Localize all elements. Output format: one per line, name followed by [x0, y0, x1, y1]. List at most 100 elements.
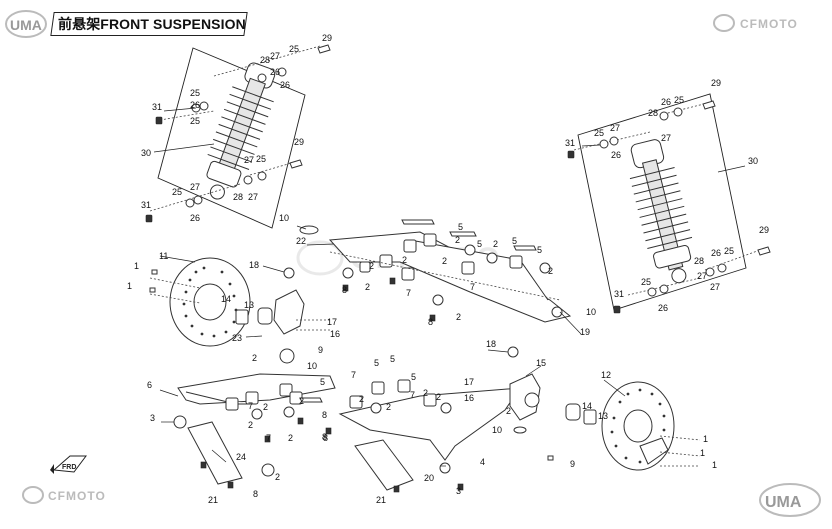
callout-25: 25: [289, 44, 299, 54]
svg-text:CFMOTO: CFMOTO: [740, 17, 798, 31]
callout-2b: 2: [493, 239, 498, 249]
callout-2k: 2: [299, 396, 304, 406]
callout-2p: 2: [436, 392, 441, 402]
callout-16: 16: [330, 329, 340, 339]
cfmoto-logo-top-right: CFMOTO: [713, 14, 798, 32]
callout-25d: 25: [256, 154, 266, 164]
callout-9: 9: [318, 345, 323, 355]
callout-30: 30: [141, 148, 151, 158]
callout-29c: 29: [711, 78, 721, 88]
callout-17b: 17: [464, 377, 474, 387]
callout-2d: 2: [402, 255, 407, 265]
callout-16b: 16: [464, 393, 474, 403]
callout-28d: 28: [694, 256, 704, 266]
callout-26i: 26: [658, 303, 668, 313]
callout-5f: 5: [374, 358, 379, 368]
right-shock-absorber: [567, 93, 771, 314]
callout-5b: 5: [477, 239, 482, 249]
callout-5c: 5: [512, 236, 517, 246]
disc-holes: [182, 266, 238, 338]
callout-21: 21: [208, 495, 218, 505]
callout-29b: 29: [294, 137, 304, 147]
callout-26c: 26: [190, 100, 200, 110]
svg-text:CFMOTO: CFMOTO: [48, 489, 106, 503]
callout-7b: 7: [470, 282, 475, 292]
callout-28b: 28: [233, 192, 243, 202]
callout-7d: 7: [266, 433, 271, 443]
callout-8c: 8: [322, 410, 327, 420]
callout-7c: 7: [248, 401, 253, 411]
callout-25e: 25: [172, 187, 182, 197]
page-title: 前悬架FRONT SUSPENSION: [58, 16, 246, 32]
callout-28: 28: [260, 55, 270, 65]
callout-5d: 5: [537, 245, 542, 255]
callout-18: 18: [249, 260, 259, 270]
uma-logo-top-left: UMA: [5, 10, 47, 38]
callout-5h: 5: [411, 372, 416, 382]
left-shock-absorber: [145, 44, 331, 229]
callout-8d: 8: [322, 432, 327, 442]
callout-27e: 27: [661, 133, 671, 143]
callout-28c: 28: [648, 108, 658, 118]
callout-26h: 26: [711, 248, 721, 258]
callout-1c: 1: [703, 434, 708, 444]
left-knuckle-assembly: [149, 257, 330, 364]
callout-8b: 8: [428, 317, 433, 327]
callout-5: 5: [458, 222, 463, 232]
callout-31: 31: [152, 102, 162, 112]
callout-30b: 30: [748, 156, 758, 166]
callout-2j: 2: [263, 402, 268, 412]
callout-26g: 26: [611, 150, 621, 160]
callout-7e: 7: [351, 370, 356, 380]
callout-2: 2: [455, 235, 460, 245]
callout-12: 12: [601, 370, 611, 380]
leader-lines: [153, 107, 746, 467]
callout-7: 7: [406, 288, 411, 298]
svg-text:UMA: UMA: [10, 17, 42, 33]
callout-14: 14: [221, 294, 231, 304]
callout-21b: 21: [376, 495, 386, 505]
callout-2s: 2: [506, 406, 511, 416]
callout-2e: 2: [369, 261, 374, 271]
callout-25h: 25: [724, 246, 734, 256]
callout-26e: 26: [190, 213, 200, 223]
callout-25c: 25: [190, 116, 200, 126]
callout-3: 3: [150, 413, 155, 423]
lower-right-a-arm: [325, 379, 522, 493]
callout-17: 17: [327, 317, 337, 327]
right-knuckle-assembly: [507, 346, 701, 471]
cfmoto-logo-bottom-left: CFMOTO: [22, 486, 106, 504]
callout-3b: 3: [456, 486, 461, 496]
callout-31d: 31: [614, 289, 624, 299]
callout-19: 19: [580, 327, 590, 337]
callout-27g: 27: [710, 282, 720, 292]
callout-11: 11: [159, 251, 168, 261]
callout-27: 27: [270, 51, 280, 61]
callout-14b: 14: [582, 401, 592, 411]
callout-2c: 2: [442, 256, 447, 266]
callout-26d: 27: [244, 155, 254, 165]
callout-27b: 27: [190, 182, 200, 192]
callout-2m: 2: [248, 420, 253, 430]
callout-8f: 8: [323, 433, 328, 443]
callout-24: 24: [236, 452, 246, 462]
svg-text:UMA: UMA: [765, 494, 802, 511]
callout-7f: 7: [410, 390, 415, 400]
callout-2q: 2: [423, 388, 428, 398]
callout-labels: 29 25 28 27 26 26 25 31 25 30 26 25 27 2…: [127, 33, 769, 505]
callout-23: 23: [232, 333, 242, 343]
callout-26f: 26: [661, 97, 671, 107]
callout-8: 8: [342, 285, 347, 295]
spring-coils: [207, 86, 274, 170]
callout-10c: 10: [307, 361, 317, 371]
callout-15: 15: [536, 358, 546, 368]
uma-logo-bottom-right: UMA: [759, 483, 821, 517]
callout-27d: 27: [610, 123, 620, 133]
callout-31c: 31: [565, 138, 575, 148]
callout-5g: 5: [390, 354, 395, 364]
callout-26: 26: [270, 67, 280, 77]
callout-29: 29: [322, 33, 332, 43]
callout-4: 4: [480, 457, 485, 467]
callout-2r: 2: [359, 394, 364, 404]
